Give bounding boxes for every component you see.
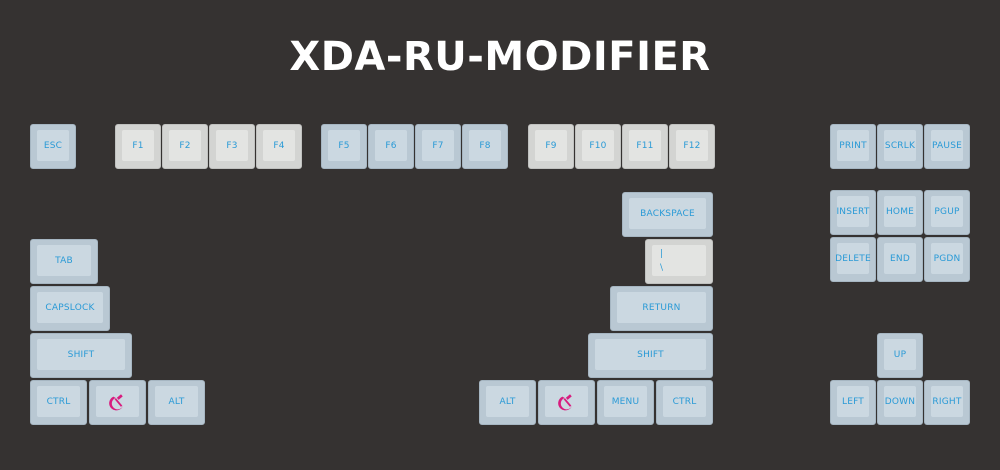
- key-f12[interactable]: F12: [669, 124, 715, 169]
- key-legend: F10: [582, 130, 614, 161]
- key-menu[interactable]: MENU: [597, 380, 654, 425]
- key-legend: F2: [169, 130, 201, 161]
- key-legend: ALT: [155, 386, 198, 417]
- key-legend: F4: [263, 130, 295, 161]
- key-legend: CTRL: [37, 386, 80, 417]
- key-left-arrow[interactable]: LEFT: [830, 380, 876, 425]
- key-legend: F7: [422, 130, 454, 161]
- key-legend: PGDN: [931, 243, 963, 274]
- key-return[interactable]: RETURN: [610, 286, 713, 331]
- key-legend: DELETE: [835, 243, 871, 274]
- key-left-ctrl[interactable]: CTRL: [30, 380, 87, 425]
- key-legend: F3: [216, 130, 248, 161]
- key-legend: ALT: [486, 386, 529, 417]
- key-right-ctrl[interactable]: CTRL: [656, 380, 713, 425]
- key-legend: INSERT: [836, 196, 869, 227]
- key-esc[interactable]: ESC: [30, 124, 76, 169]
- key-legend: RETURN: [617, 292, 706, 323]
- key-down-arrow[interactable]: DOWN: [877, 380, 923, 425]
- key-backspace[interactable]: BACKSPACE: [622, 192, 713, 237]
- key-f3[interactable]: F3: [209, 124, 255, 169]
- key-capslock[interactable]: CAPSLOCK: [30, 286, 110, 331]
- key-end[interactable]: END: [877, 237, 923, 282]
- key-right-win[interactable]: [538, 380, 595, 425]
- key-pgup[interactable]: PGUP: [924, 190, 970, 235]
- key-f2[interactable]: F2: [162, 124, 208, 169]
- key-legend: END: [884, 243, 916, 274]
- key-legend: F8: [469, 130, 501, 161]
- pipe-legend: |: [660, 248, 664, 259]
- key-legend: PRINT: [837, 130, 869, 161]
- key-backslash[interactable]: | \: [645, 239, 713, 284]
- hammer-sickle-icon: [108, 393, 123, 410]
- key-print[interactable]: PRINT: [830, 124, 876, 169]
- key-legend: | \: [652, 245, 706, 276]
- key-legend: LEFT: [837, 386, 869, 417]
- key-f4[interactable]: F4: [256, 124, 302, 169]
- key-legend: F9: [535, 130, 567, 161]
- key-legend: BACKSPACE: [629, 198, 706, 229]
- key-f8[interactable]: F8: [462, 124, 508, 169]
- key-legend: SCRLK: [884, 130, 916, 161]
- key-f11[interactable]: F11: [622, 124, 668, 169]
- key-legend: CAPSLOCK: [37, 292, 103, 323]
- key-legend: RIGHT: [931, 386, 963, 417]
- key-legend: PAUSE: [931, 130, 963, 161]
- key-legend: F6: [375, 130, 407, 161]
- key-home[interactable]: HOME: [877, 190, 923, 235]
- key-delete[interactable]: DELETE: [830, 237, 876, 282]
- key-legend: [96, 386, 139, 417]
- key-legend: CTRL: [663, 386, 706, 417]
- page-title: XDA-RU-MODIFIER: [289, 34, 711, 80]
- key-f5[interactable]: F5: [321, 124, 367, 169]
- key-legend: MENU: [604, 386, 647, 417]
- key-left-shift[interactable]: SHIFT: [30, 333, 132, 378]
- key-right-shift[interactable]: SHIFT: [588, 333, 713, 378]
- hammer-sickle-icon: [557, 393, 572, 410]
- key-legend: SHIFT: [595, 339, 706, 370]
- key-legend: PGUP: [931, 196, 963, 227]
- backslash-legend: \: [660, 262, 664, 273]
- key-f1[interactable]: F1: [115, 124, 161, 169]
- key-f7[interactable]: F7: [415, 124, 461, 169]
- key-f9[interactable]: F9: [528, 124, 574, 169]
- key-legend: SHIFT: [37, 339, 125, 370]
- key-f10[interactable]: F10: [575, 124, 621, 169]
- key-legend: F11: [629, 130, 661, 161]
- key-legend: F5: [328, 130, 360, 161]
- key-legend: TAB: [37, 245, 91, 276]
- key-scrlk[interactable]: SCRLK: [877, 124, 923, 169]
- key-right-arrow[interactable]: RIGHT: [924, 380, 970, 425]
- key-pause[interactable]: PAUSE: [924, 124, 970, 169]
- key-legend: HOME: [884, 196, 916, 227]
- key-left-win[interactable]: [89, 380, 146, 425]
- key-insert[interactable]: INSERT: [830, 190, 876, 235]
- key-left-alt[interactable]: ALT: [148, 380, 205, 425]
- key-right-alt[interactable]: ALT: [479, 380, 536, 425]
- key-legend: [545, 386, 588, 417]
- key-legend: F12: [676, 130, 708, 161]
- key-tab[interactable]: TAB: [30, 239, 98, 284]
- key-legend: DOWN: [884, 386, 916, 417]
- key-legend: F1: [122, 130, 154, 161]
- key-pgdn[interactable]: PGDN: [924, 237, 970, 282]
- key-legend: UP: [884, 339, 916, 370]
- key-up[interactable]: UP: [877, 333, 923, 378]
- key-legend: ESC: [37, 130, 69, 161]
- key-f6[interactable]: F6: [368, 124, 414, 169]
